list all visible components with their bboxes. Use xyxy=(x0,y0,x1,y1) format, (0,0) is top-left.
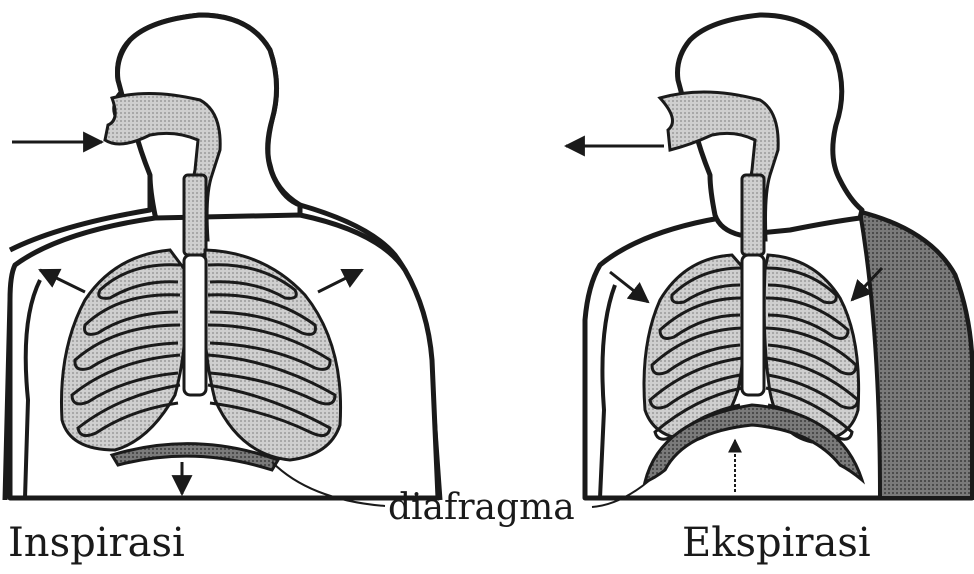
expiration-figure xyxy=(566,15,972,507)
expiration-caption: Ekspirasi xyxy=(682,523,871,563)
expiration-trachea xyxy=(742,175,764,255)
expiration-sternum xyxy=(742,255,764,395)
inspiration-sternum xyxy=(184,255,206,395)
inspiration-figure xyxy=(5,15,440,506)
inspiration-caption: Inspirasi xyxy=(8,523,185,563)
diaphragm-label: diafragma xyxy=(388,490,575,526)
inspiration-trachea xyxy=(184,175,206,255)
